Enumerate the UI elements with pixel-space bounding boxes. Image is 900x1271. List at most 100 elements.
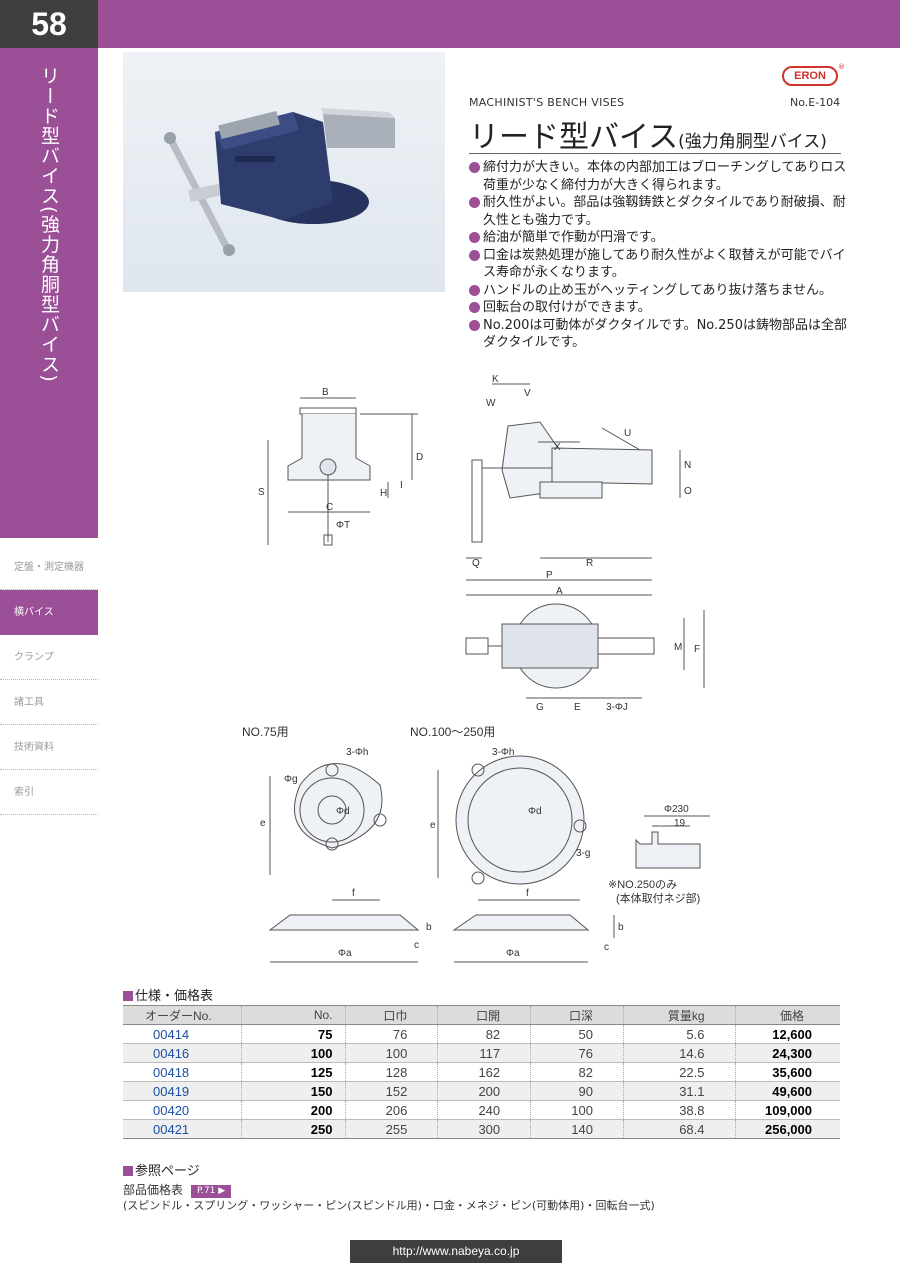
- dim-100-c: c: [604, 942, 609, 953]
- title-divider: [469, 153, 841, 154]
- spec-section-title: 仕様・価格表: [123, 985, 213, 1004]
- dim-E: E: [574, 702, 581, 713]
- feature-item: No.200は可動体がダクタイルです。No.250は鋳物部品は全部ダクタイルです…: [469, 317, 849, 352]
- cell-depth: 140: [530, 1119, 624, 1139]
- table-row: 00419 150 152 200 90 31.1 49,600: [123, 1081, 840, 1101]
- reference-label: 部品価格表: [123, 1183, 184, 1197]
- cell-opening: 240: [437, 1100, 531, 1120]
- dim-N: N: [684, 460, 691, 471]
- cell-depth: 76: [530, 1043, 624, 1063]
- cell-width: 128: [344, 1062, 438, 1082]
- feature-item: 給油が簡単で作動が円滑です。: [469, 229, 849, 247]
- cell-depth: 100: [530, 1100, 624, 1120]
- dim-75-phig: Φg: [284, 774, 298, 785]
- sidebar-nav: 定盤・測定機器 横バイス クランプ 諸工具 技術資料 索引: [0, 545, 98, 815]
- page-title-sub: (強力角胴型バイス): [678, 132, 827, 152]
- dim-75-f: f: [352, 888, 355, 899]
- reference-section-label: 参照ページ: [135, 1164, 200, 1179]
- page-number: 58: [0, 0, 98, 48]
- cell-opening: 300: [437, 1119, 531, 1139]
- base-100-title: NO.100〜250用: [410, 725, 495, 739]
- cell-price: 24,300: [734, 1043, 840, 1063]
- order-number-link[interactable]: 00420: [123, 1100, 241, 1120]
- cell-no: 125: [240, 1062, 345, 1082]
- order-number-link[interactable]: 00418: [123, 1062, 241, 1082]
- cell-depth: 90: [530, 1081, 624, 1101]
- english-subtitle: MACHINIST'S BENCH VISES: [469, 96, 625, 109]
- thread-detail-drawing: [635, 815, 710, 869]
- dim-V: V: [524, 388, 531, 399]
- sidebar-item-technical[interactable]: 技術資料: [0, 725, 98, 770]
- cell-no: 250: [240, 1119, 345, 1139]
- dim-19: 19: [674, 818, 686, 829]
- note-no250: ※NO.250のみ: [608, 878, 677, 891]
- sidebar-item-index[interactable]: 索引: [0, 770, 98, 815]
- dim-R: R: [586, 558, 593, 569]
- cell-width: 100: [344, 1043, 438, 1063]
- spec-table: オーダーNo. No. 口巾 口開 口深 質量kg 価格 00414 75 76…: [123, 1005, 840, 1139]
- order-number-link[interactable]: 00416: [123, 1043, 241, 1063]
- dim-100-b: b: [618, 922, 624, 933]
- order-number-link[interactable]: 00414: [123, 1024, 241, 1044]
- sidebar-title-panel: [0, 48, 98, 538]
- col-depth: 口深: [530, 1005, 624, 1025]
- dim-100-3-phih: 3-Φh: [492, 747, 514, 758]
- dim-75-phia: Φa: [338, 948, 352, 959]
- reference-line: 部品価格表 P.71 ▶: [123, 1181, 232, 1198]
- section-marker-icon: [123, 1166, 133, 1176]
- col-price: 価格: [734, 1005, 840, 1025]
- cell-mass: 38.8: [622, 1100, 735, 1120]
- feature-item: 回転台の取付けができます。: [469, 299, 849, 317]
- col-width: 口巾: [344, 1005, 438, 1025]
- order-number-link[interactable]: 00421: [123, 1119, 241, 1139]
- table-row: 00421 250 255 300 140 68.4 256,000: [123, 1119, 840, 1139]
- dim-C: C: [326, 502, 333, 513]
- dim-D: D: [416, 452, 423, 463]
- cell-price: 35,600: [734, 1062, 840, 1082]
- dim-75-3-phih: 3-Φh: [346, 747, 368, 758]
- dim-G: G: [536, 702, 544, 713]
- sidebar-title: リード型バイス(強力角胴型バイス): [38, 66, 60, 383]
- dim-100-phid: Φd: [528, 806, 542, 817]
- base-100-drawing: [437, 755, 615, 963]
- sidebar-item-vises[interactable]: 横バイス: [0, 590, 98, 635]
- cell-depth: 50: [530, 1024, 624, 1044]
- order-number-link[interactable]: 00419: [123, 1081, 241, 1101]
- dim-H: H: [380, 488, 387, 499]
- cell-depth: 82: [530, 1062, 624, 1082]
- footer-url-link[interactable]: http://www.nabeya.co.jp: [350, 1240, 562, 1263]
- feature-list: 締付力が大きい。本体の内部加工はブローチングしてありロス荷重が少なく締付力が大き…: [469, 159, 849, 352]
- side-view-drawing: [466, 383, 681, 596]
- top-bar: [0, 0, 900, 48]
- spec-section-label: 仕様・価格表: [135, 989, 214, 1004]
- cell-mass: 31.1: [622, 1081, 735, 1101]
- sidebar-item-measuring[interactable]: 定盤・測定機器: [0, 545, 98, 590]
- dim-75-e: e: [260, 818, 266, 829]
- table-row: 00416 100 100 117 76 14.6 24,300: [123, 1043, 840, 1063]
- dim-K: K: [492, 374, 499, 385]
- dim-B: B: [322, 387, 329, 398]
- sidebar-item-tools[interactable]: 諸工具: [0, 680, 98, 725]
- section-marker-icon: [123, 991, 133, 1001]
- front-view-drawing: [267, 397, 418, 546]
- table-row: 00418 125 128 162 82 22.5 35,600: [123, 1062, 840, 1082]
- brand-registered-mark: ®: [838, 63, 845, 71]
- cell-mass: 68.4: [622, 1119, 735, 1139]
- brand-logo: ERON: [782, 66, 838, 86]
- sidebar-item-clamps[interactable]: クランプ: [0, 635, 98, 680]
- col-mass: 質量kg: [622, 1005, 735, 1025]
- page-reference-link[interactable]: P.71 ▶: [191, 1185, 232, 1198]
- cell-price: 49,600: [734, 1081, 840, 1101]
- cell-opening: 82: [437, 1024, 531, 1044]
- dim-75-phid: Φd: [336, 806, 350, 817]
- dim-A: A: [556, 586, 563, 597]
- cell-no: 200: [240, 1100, 345, 1120]
- table-header-row: オーダーNo. No. 口巾 口開 口深 質量kg 価格: [123, 1005, 840, 1025]
- cell-opening: 162: [437, 1062, 531, 1082]
- cell-no: 150: [240, 1081, 345, 1101]
- dim-F: F: [694, 644, 700, 655]
- col-no: No.: [240, 1005, 345, 1025]
- dim-O: O: [684, 486, 692, 497]
- dim-3-phiJ: 3-ΦJ: [606, 702, 628, 713]
- cell-mass: 5.6: [622, 1024, 735, 1044]
